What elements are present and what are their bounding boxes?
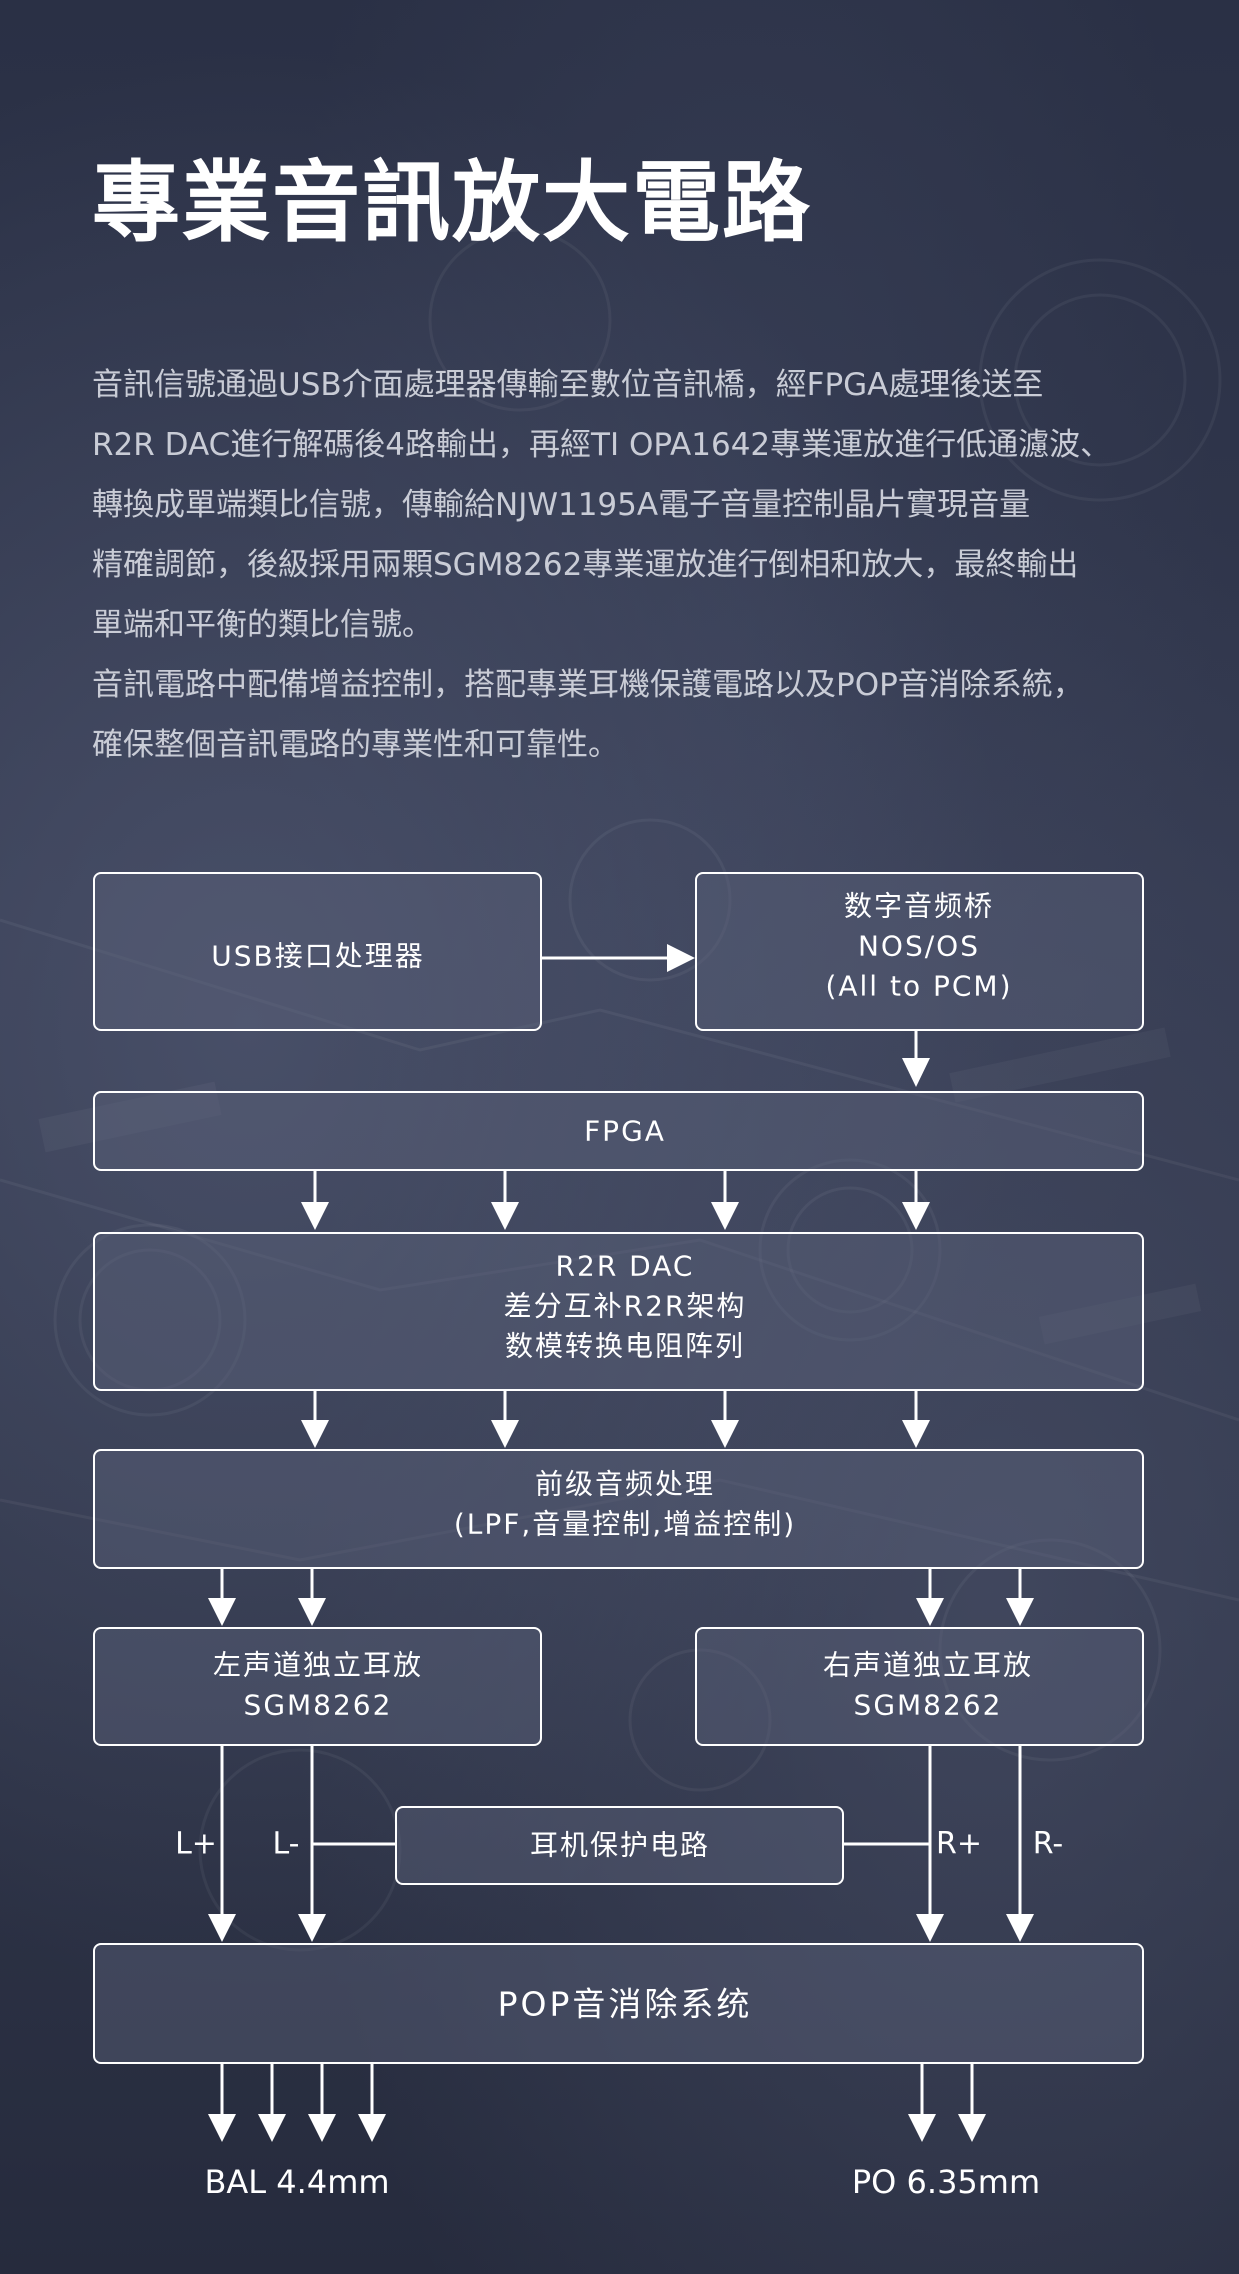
right-amp-box: 右声道独立耳放 SGM8262 <box>695 1627 1144 1746</box>
arrows-dac-to-pre <box>301 1390 930 1448</box>
fpga-box: FPGA <box>93 1091 1144 1171</box>
output-bal-label: BAL 4.4mm <box>204 2163 389 2201</box>
protection-label: 耳机保护电路 <box>530 1829 710 1862</box>
arrows-fpga-to-dac <box>301 1170 930 1230</box>
r2r-dac-box: R2R DAC 差分互补R2R架构 数模转换电阻阵列 <box>93 1232 1144 1391</box>
usb-processor-box: USB接口处理器 <box>93 872 542 1031</box>
dac-label-3: 数模转换电阻阵列 <box>505 1330 745 1363</box>
description-line: 精確調節，後級採用兩顆SGM8262專業運放進行倒相和放大，最終輸出 <box>92 547 1079 583</box>
arrows-amps-to-pop <box>208 1745 1034 1942</box>
output-po-label: PO 6.35mm <box>852 2163 1040 2201</box>
pop-suppression-box: POP音消除系统 <box>93 1943 1144 2064</box>
description-line: 確保整個音訊電路的專業性和可靠性。 <box>92 727 619 763</box>
left-amp-label-2: SGM8262 <box>244 1689 393 1722</box>
arrowhead <box>902 1058 930 1087</box>
pop-label: POP音消除系统 <box>498 1985 753 2024</box>
bridge-label-3: (All to PCM) <box>825 970 1012 1003</box>
usb-processor-label: USB接口处理器 <box>211 940 424 973</box>
dac-label-1: R2R DAC <box>556 1250 695 1283</box>
left-amp-box: 左声道独立耳放 SGM8262 <box>93 1627 542 1746</box>
arrows-pre-to-amps <box>208 1568 1034 1626</box>
right-amp-label-2: SGM8262 <box>854 1689 1003 1722</box>
fpga-label: FPGA <box>584 1115 666 1148</box>
preamp-label-2: (LPF,音量控制,增益控制) <box>454 1508 796 1541</box>
bridge-label-2: NOS/OS <box>858 930 980 963</box>
description-line: 轉換成單端類比信號，傳輸給NJW1195A電子音量控制晶片實現音量 <box>92 487 1031 523</box>
description-line: 音訊電路中配備增益控制，搭配專業耳機保護電路以及POP音消除系統， <box>92 667 1084 703</box>
headphone-protection-box: 耳机保护电路 <box>395 1806 844 1885</box>
bridge-label-1: 数字音频桥 <box>844 890 994 923</box>
description: 音訊信號通過USB介面處理器傳輸至數位音訊橋，經FPGA處理後送至 R2R DA… <box>92 355 1192 775</box>
arrowhead <box>667 944 695 972</box>
wire-label-l-plus: L+ <box>175 1827 217 1862</box>
right-amp-label-1: 右声道独立耳放 <box>823 1649 1033 1682</box>
page-title: 專業音訊放大電路 <box>92 151 813 254</box>
description-line: 單端和平衡的類比信號。 <box>92 607 433 643</box>
wire-label-r-minus: R- <box>1033 1827 1063 1862</box>
wire-label-r-plus: R+ <box>936 1827 982 1862</box>
connections <box>208 944 1034 2142</box>
left-amp-label-1: 左声道独立耳放 <box>213 1649 423 1682</box>
description-line: 音訊信號通過USB介面處理器傳輸至數位音訊橋，經FPGA處理後送至 <box>92 367 1044 403</box>
preamp-label-1: 前级音频处理 <box>535 1468 715 1501</box>
wire-label-l-minus: L- <box>272 1827 299 1862</box>
arrows-pop-to-outputs <box>208 2063 986 2142</box>
digital-audio-bridge-box: 数字音频桥 NOS/OS (All to PCM) <box>695 872 1144 1031</box>
wire-labels: L+ L- R+ R- <box>175 1827 1063 1862</box>
preamp-box: 前级音频处理 (LPF,音量控制,增益控制) <box>93 1449 1144 1569</box>
description-line: R2R DAC進行解碼後4路輸出，再經TI OPA1642專業運放進行低通濾波、 <box>92 427 1112 463</box>
dac-label-2: 差分互补R2R架构 <box>504 1290 747 1323</box>
